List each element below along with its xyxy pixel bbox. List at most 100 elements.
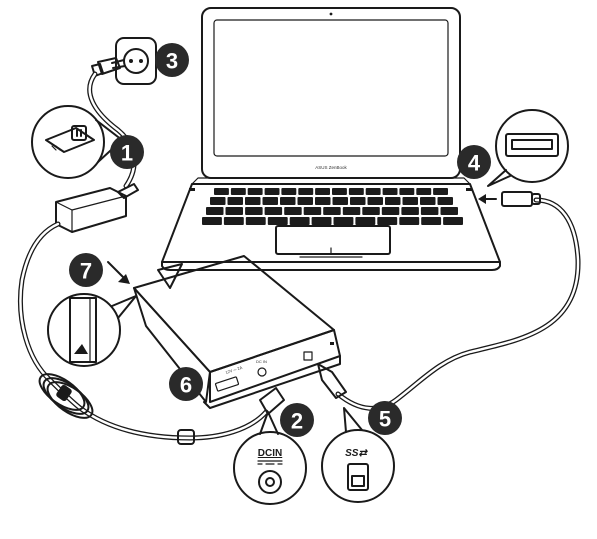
mains-cord — [87, 71, 137, 189]
keyboard-key — [210, 197, 226, 205]
step-4-circle — [457, 145, 491, 179]
callout-2-pointer — [259, 411, 279, 435]
keyboard-key — [223, 217, 244, 225]
step-2-number: 2 — [291, 409, 303, 434]
laptop-brand-label: ASUS ZenBook — [315, 165, 347, 170]
keyboard-key — [311, 217, 332, 225]
laptop-lid — [201, 7, 461, 179]
ferrite-bead — [177, 429, 195, 445]
drive-left-side — [133, 287, 211, 403]
keyboard-key — [206, 207, 224, 215]
laptop-port-left — [189, 188, 195, 191]
usb-a-plug-body — [501, 191, 533, 207]
step-5-number: 5 — [379, 407, 391, 432]
laptop-camera — [329, 12, 333, 16]
usb-a-port-outline — [505, 133, 559, 157]
step-1-number: 1 — [121, 141, 133, 166]
keyboard-key — [420, 207, 439, 215]
laptop-screen — [213, 19, 449, 157]
keyboard-key — [362, 207, 380, 215]
callout-5-circle — [321, 429, 395, 503]
step-7-circle — [69, 253, 103, 287]
keyboard-key — [342, 207, 361, 215]
keyboard-key — [298, 188, 314, 195]
drive-port-label: DC IN — [256, 359, 267, 364]
step-3-number: 3 — [166, 49, 178, 74]
insert-arrow-drive — [107, 261, 130, 284]
adapter-body — [55, 187, 127, 233]
step-5-circle — [368, 401, 402, 435]
keyboard-key — [416, 188, 432, 195]
keyboard-key — [437, 197, 453, 205]
usb-a-plug-boot — [531, 193, 541, 205]
cable-coil-icon — [38, 373, 94, 419]
keyboard-key — [225, 207, 243, 215]
keyboard-key — [281, 188, 297, 195]
usb-b-port-outline — [347, 463, 369, 491]
arrow-head-drive — [118, 274, 130, 284]
keyboard-key — [280, 197, 296, 205]
keyboard-key — [230, 188, 246, 195]
plug-pin-2 — [112, 65, 126, 69]
step-6-circle — [169, 367, 203, 401]
outlet-hole-right — [139, 59, 143, 63]
step-badge-3: 3 — [155, 43, 189, 77]
laptop-base-edge — [161, 261, 501, 271]
keyboard-key — [377, 217, 398, 225]
callout-drive-side — [47, 293, 137, 367]
usb-b-plug — [317, 363, 347, 399]
keyboard-key — [333, 217, 354, 225]
step-7-number: 7 — [80, 259, 92, 284]
keyboard-key — [264, 188, 280, 195]
outlet-socket — [123, 48, 149, 74]
keyboard-key — [420, 197, 436, 205]
step-badge-6: 6 — [169, 367, 203, 401]
keyboard-key — [247, 188, 263, 195]
callout-adapter-inlet — [31, 105, 123, 179]
keyboard-key — [214, 188, 229, 195]
drive-led — [330, 342, 334, 345]
usb-cable — [335, 197, 581, 411]
arrow-head-laptop — [478, 194, 486, 204]
insert-arrow-laptop — [478, 194, 497, 204]
callout-1-mark — [51, 145, 61, 151]
keyboard-key — [385, 197, 401, 205]
usb-a-plug — [501, 191, 541, 207]
callout-2-circle — [233, 431, 307, 505]
outlet-hole-left — [129, 59, 133, 63]
keyboard-key — [332, 188, 347, 195]
mains-cord-inner — [88, 72, 136, 188]
adapter-top-edge — [55, 195, 127, 211]
step-badge-7: 7 — [69, 253, 103, 287]
keyboard-key — [323, 207, 341, 215]
eject-icon — [74, 344, 88, 354]
keyboard-key — [402, 197, 418, 205]
keyboard-key — [245, 197, 261, 205]
plug-pin-1 — [111, 59, 125, 64]
external-drive-icon: 12V ⎓ 2A DC IN — [133, 255, 341, 409]
callout-1-socket — [71, 125, 87, 141]
adapter-inlet — [117, 183, 139, 199]
step-badge-1: 1 — [110, 135, 144, 169]
usb-b-port-icon: SS⇄ — [321, 407, 395, 503]
step-badge-5: 5 — [368, 401, 402, 435]
step-badge-4: 4 — [457, 145, 491, 179]
keyboard-key — [401, 207, 419, 215]
keyboard-key — [245, 207, 263, 215]
keyboard-key — [433, 188, 448, 195]
keyboard-key — [399, 188, 415, 195]
callout-5-pointer — [343, 407, 363, 433]
step-6-number: 6 — [180, 373, 192, 398]
drive-port-slot — [214, 376, 240, 392]
drive-dc-label: 12V ⎓ 2A — [225, 365, 243, 375]
laptop-icon: ASUS ZenBook — [161, 7, 501, 271]
dc-jack-icon: DCIN — [233, 411, 307, 505]
usb-a-port-icon — [487, 109, 569, 187]
keyboard-key — [440, 207, 458, 215]
callout-7-pointer — [111, 295, 137, 319]
step-2-circle — [280, 403, 314, 437]
keyboard-key — [262, 197, 278, 205]
keyboard-key — [348, 188, 364, 195]
